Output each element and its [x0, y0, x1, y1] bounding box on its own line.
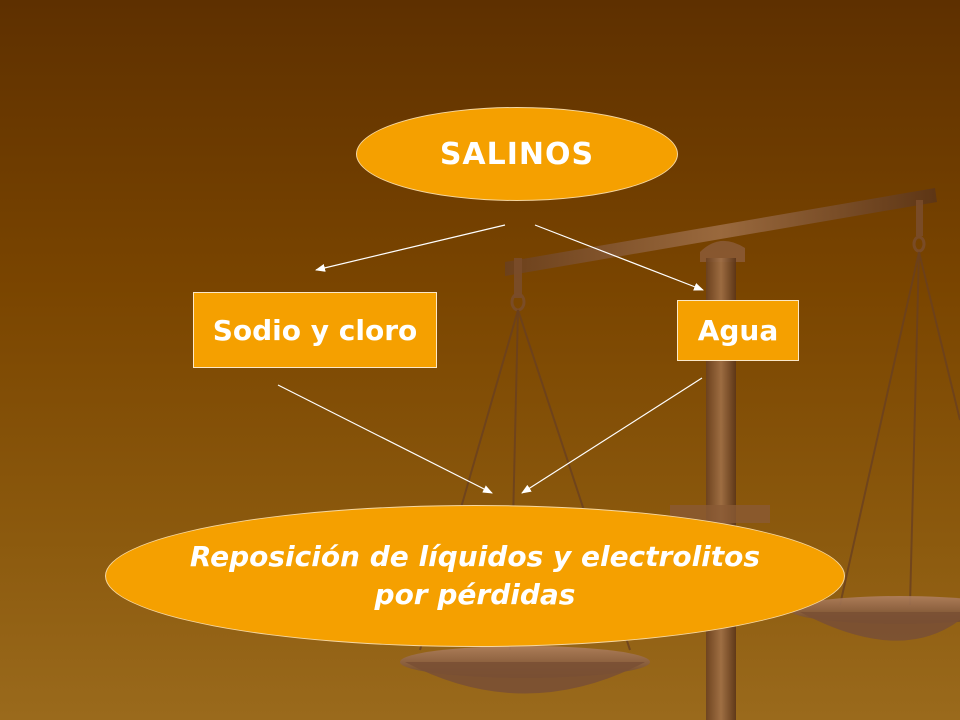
- node-sodio-label: Sodio y cloro: [212, 313, 418, 347]
- arrow-agua-to-result: [521, 377, 703, 494]
- node-sodio-y-cloro: Sodio y cloro: [193, 292, 437, 368]
- root-node-salinos: SALINOS: [356, 107, 678, 201]
- result-line-2: por pérdidas: [374, 578, 576, 611]
- result-node: Reposición de líquidos y electrolitos po…: [105, 505, 845, 647]
- node-agua: Agua: [677, 300, 799, 361]
- arrow-sodio-to-result: [277, 384, 493, 494]
- arrow-root-to-agua: [534, 224, 704, 291]
- result-line-1: Reposición de líquidos y electrolitos: [189, 540, 761, 573]
- root-node-label: SALINOS: [439, 136, 595, 172]
- node-agua-label: Agua: [697, 314, 779, 347]
- arrow-root-to-sodio: [315, 224, 506, 272]
